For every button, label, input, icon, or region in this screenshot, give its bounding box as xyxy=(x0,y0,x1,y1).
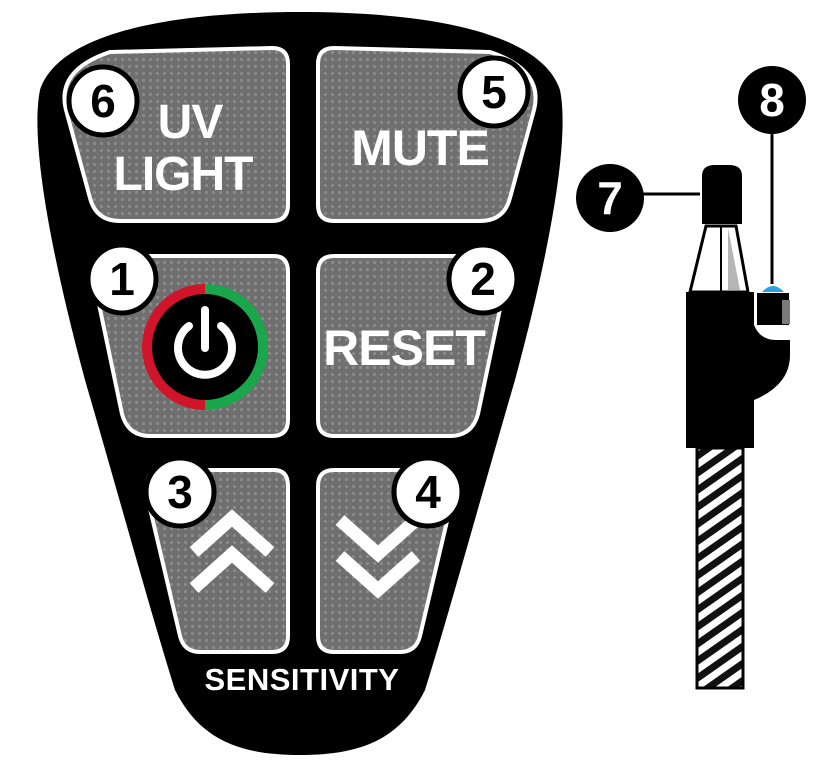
callout-6: 6 xyxy=(66,64,140,138)
svg-text:2: 2 xyxy=(470,253,496,305)
power-icon xyxy=(174,306,236,379)
probe xyxy=(686,165,791,690)
uv-light-label-line1: UV xyxy=(158,96,224,149)
mute-label: MUTE xyxy=(351,120,489,176)
callout-3: 3 xyxy=(143,455,217,529)
double-chevron-up-icon xyxy=(189,509,275,593)
probe-handle xyxy=(686,292,790,448)
callout-5: 5 xyxy=(457,55,531,129)
svg-text:1: 1 xyxy=(109,253,135,305)
svg-text:8: 8 xyxy=(759,74,785,126)
svg-text:6: 6 xyxy=(90,75,116,127)
svg-text:7: 7 xyxy=(597,172,623,224)
probe-tip xyxy=(702,165,742,224)
svg-text:3: 3 xyxy=(167,466,193,518)
double-chevron-down-icon xyxy=(335,515,421,599)
svg-text:5: 5 xyxy=(481,66,507,118)
svg-text:4: 4 xyxy=(415,466,441,518)
sensitivity-label: SENSITIVITY xyxy=(205,662,400,697)
probe-indicator-light xyxy=(762,286,784,292)
callout-4: 4 xyxy=(391,455,465,529)
callout-2: 2 xyxy=(446,242,520,316)
probe-cable xyxy=(695,446,745,690)
callout-7: 7 xyxy=(576,164,644,232)
reset-label: RESET xyxy=(323,320,485,376)
probe-tip-neck xyxy=(688,224,750,294)
uv-light-label-line2: LIGHT xyxy=(114,148,254,201)
callout-1: 1 xyxy=(85,242,159,316)
callout-8: 8 xyxy=(738,66,806,134)
